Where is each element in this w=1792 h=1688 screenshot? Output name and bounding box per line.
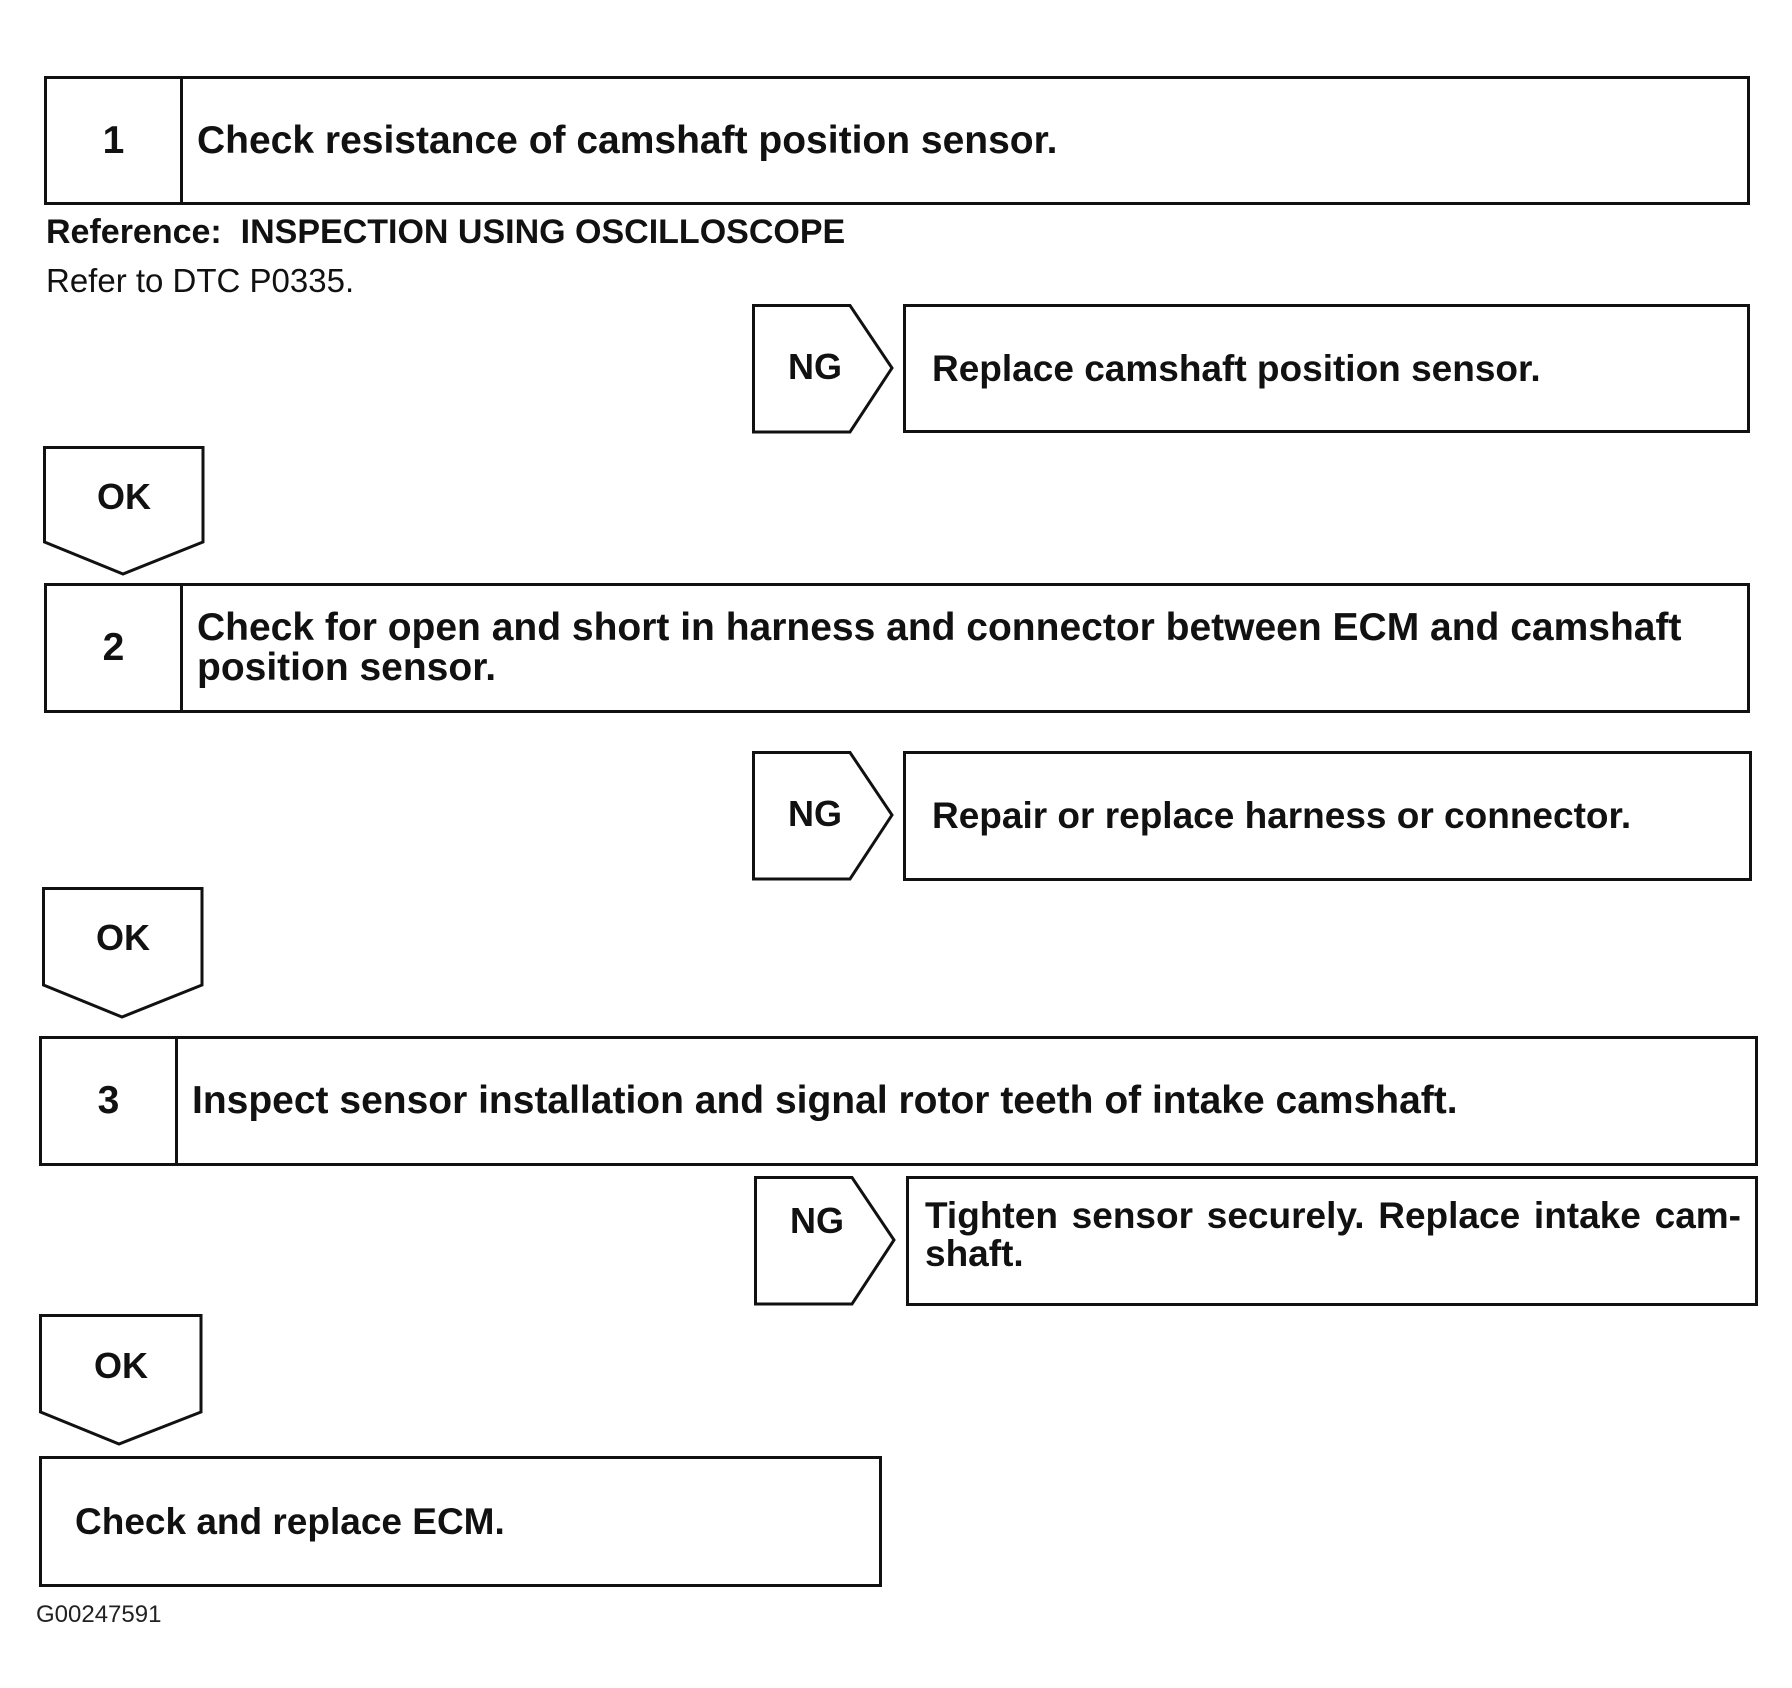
step-3-box: 3 Inspect sensor installation and signal… bbox=[39, 1036, 1758, 1166]
ng-result-3-text: Tighten sensor securely. Replace intake … bbox=[925, 1195, 1741, 1274]
ok-arrow-2 bbox=[42, 887, 204, 1019]
reference-text: Refer to DTC P0335. bbox=[46, 262, 355, 299]
step-2-text: Check for open and short in harness and … bbox=[197, 606, 1682, 689]
ng-result-2: Repair or replace harness or connector. bbox=[903, 751, 1752, 881]
ok-arrow-1 bbox=[43, 446, 205, 576]
ng-label-1: NG bbox=[788, 346, 842, 387]
step-1-box: 1 Check resistance of camshaft position … bbox=[44, 76, 1750, 205]
step-2-box: 2 Check for open and short in harness an… bbox=[44, 583, 1750, 713]
figure-code: G00247591 bbox=[36, 1601, 162, 1628]
ng-result-1: Replace camshaft position sensor. bbox=[903, 304, 1750, 433]
step-1-number: 1 bbox=[47, 79, 183, 202]
ng-arrow-3 bbox=[754, 1176, 896, 1306]
ok-label-3: OK bbox=[94, 1345, 148, 1386]
ok-arrow-3 bbox=[39, 1314, 203, 1446]
ng-result-3: Tighten sensor securely. Replace intake … bbox=[906, 1176, 1758, 1306]
final-step-box: Check and replace ECM. bbox=[39, 1456, 882, 1587]
ok-label-1: OK bbox=[97, 476, 151, 517]
reference-title: INSPECTION USING OSCILLOSCOPE bbox=[240, 213, 846, 251]
reference-line: Reference: INSPECTION USING OSCILLOSCOPE bbox=[46, 213, 845, 252]
step-1-text: Check resistance of camshaft position se… bbox=[197, 118, 1058, 162]
step-3-text: Inspect sensor installation and signal r… bbox=[192, 1079, 1458, 1122]
ng-label-2: NG bbox=[788, 793, 842, 834]
ok-label-2: OK bbox=[96, 917, 150, 958]
step-3-number: 3 bbox=[42, 1039, 178, 1163]
ng-arrow-1 bbox=[752, 304, 894, 434]
ng-arrow-2 bbox=[752, 751, 894, 881]
ng-label-3: NG bbox=[790, 1200, 844, 1241]
step-2-number: 2 bbox=[47, 586, 183, 710]
reference-label: Reference: bbox=[46, 213, 222, 251]
